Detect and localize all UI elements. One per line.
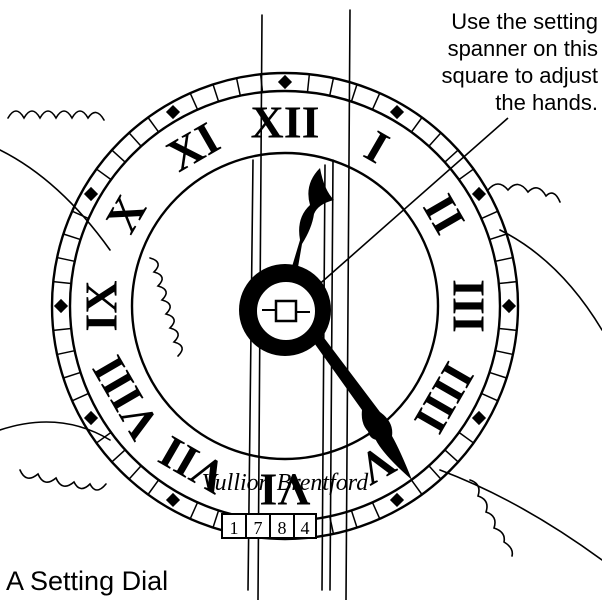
minute-tick bbox=[72, 393, 88, 400]
minute-tick bbox=[495, 258, 513, 262]
winding-square-icon bbox=[276, 301, 296, 321]
gear-arc-left bbox=[0, 150, 110, 250]
minute-marker-diamond bbox=[166, 493, 180, 507]
minute-hand-counterpoise bbox=[368, 420, 388, 440]
minute-tick bbox=[53, 328, 71, 330]
minute-tick bbox=[213, 84, 219, 101]
minute-tick bbox=[53, 282, 71, 284]
minute-tick bbox=[190, 502, 197, 518]
minute-tick bbox=[112, 150, 125, 162]
minute-tick bbox=[351, 84, 357, 101]
date-plaque: 1 7 8 4 bbox=[222, 514, 316, 538]
minute-tick bbox=[112, 450, 125, 462]
minute-marker-diamond bbox=[84, 187, 98, 201]
minute-tick bbox=[411, 117, 422, 132]
minute-marker-diamond bbox=[502, 299, 516, 313]
minute-tick bbox=[330, 78, 334, 96]
minute-tick bbox=[445, 150, 458, 162]
minute-tick bbox=[489, 372, 506, 378]
minute-tick bbox=[237, 78, 241, 96]
hour-numeral: I bbox=[356, 120, 397, 173]
hour-numeral: X bbox=[95, 187, 156, 241]
year-digit: 8 bbox=[278, 518, 287, 538]
callout-text: Use the setting spanner on this square t… bbox=[398, 8, 598, 116]
gear-right bbox=[488, 184, 560, 202]
minute-tick bbox=[57, 351, 75, 355]
minute-tick bbox=[129, 133, 141, 146]
hour-numeral: IIII bbox=[404, 354, 484, 442]
year-digit: 4 bbox=[301, 518, 310, 538]
maker-signature: Vullion Brentford bbox=[202, 470, 369, 496]
gear-arc-right bbox=[500, 230, 602, 330]
minute-tick bbox=[372, 502, 379, 518]
minute-tick bbox=[459, 169, 474, 180]
hour-numeral: XII bbox=[250, 97, 319, 148]
gear-bottom-left bbox=[20, 470, 106, 490]
hour-numeral: VIII bbox=[82, 348, 170, 449]
minute-marker-diamond bbox=[54, 299, 68, 313]
minute-tick bbox=[372, 93, 379, 109]
minute-tick bbox=[499, 328, 517, 330]
minute-marker-diamond bbox=[166, 105, 180, 119]
callout-line: square to adjust bbox=[398, 62, 598, 89]
minute-tick bbox=[307, 74, 309, 92]
minute-tick bbox=[63, 234, 80, 240]
gear-arc-bottom-right bbox=[440, 470, 602, 560]
gear-inner-teeth bbox=[150, 258, 182, 356]
minute-tick bbox=[190, 93, 197, 109]
minute-marker-diamond bbox=[472, 187, 486, 201]
minute-tick bbox=[459, 432, 474, 443]
callout-line: the hands. bbox=[398, 89, 598, 116]
minute-tick bbox=[429, 466, 441, 479]
minute-marker-diamond bbox=[390, 493, 404, 507]
minute-tick bbox=[57, 258, 75, 262]
callout-line: Use the setting bbox=[398, 8, 598, 35]
minute-tick bbox=[489, 234, 506, 240]
year-digit: 1 bbox=[230, 518, 239, 538]
minute-tick bbox=[148, 117, 159, 132]
gear-top-left bbox=[8, 111, 104, 120]
minute-tick bbox=[429, 133, 441, 146]
minute-tick bbox=[148, 480, 159, 495]
frame-line bbox=[322, 165, 325, 590]
minute-tick bbox=[445, 450, 458, 462]
minute-tick bbox=[213, 510, 219, 527]
minute-tick bbox=[351, 510, 357, 527]
minute-tick bbox=[481, 393, 497, 400]
callout-line: spanner on this bbox=[398, 35, 598, 62]
minute-tick bbox=[495, 351, 513, 355]
minute-tick bbox=[411, 480, 422, 495]
minute-tick bbox=[63, 372, 80, 378]
year-digit: 7 bbox=[254, 518, 263, 538]
minute-tick bbox=[499, 282, 517, 284]
hour-numeral: IX bbox=[76, 280, 127, 331]
minute-tick bbox=[481, 211, 497, 218]
minute-tick bbox=[129, 466, 141, 479]
hour-numeral: III bbox=[444, 279, 495, 333]
figure-caption: A Setting Dial bbox=[6, 566, 168, 597]
minute-marker-diamond bbox=[278, 75, 292, 89]
hour-numeral: XI bbox=[158, 112, 228, 182]
minute-marker-diamond bbox=[84, 411, 98, 425]
minute-tick bbox=[96, 169, 111, 180]
minute-marker-diamond bbox=[472, 411, 486, 425]
